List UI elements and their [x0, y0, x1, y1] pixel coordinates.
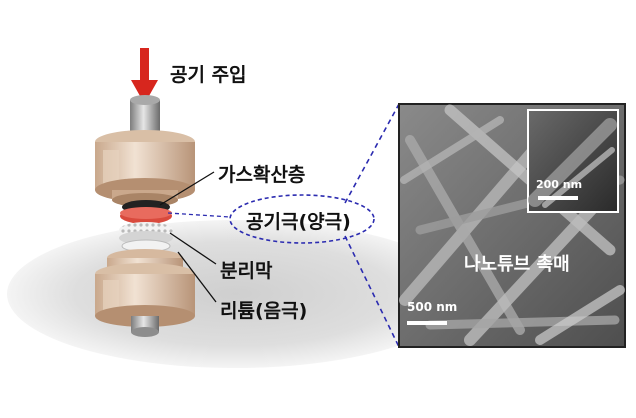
gas-diffusion-layer-label: 가스확산층 — [218, 164, 306, 186]
separator-label: 분리막 — [220, 260, 273, 282]
highlight-connector — [167, 212, 231, 218]
sem-inset — [527, 109, 619, 213]
bottom-housing — [95, 249, 195, 327]
bottom-rod — [131, 316, 159, 337]
air-inlet-label: 공기 주입 — [170, 64, 247, 86]
top-housing — [95, 130, 195, 207]
main-scale-bar — [407, 321, 447, 325]
inset-scale-bar — [538, 196, 578, 200]
electrode-stack — [119, 200, 173, 253]
inset-scale-label: 200 nm — [536, 178, 583, 191]
lithium-label: 리튬(음극) — [220, 300, 308, 322]
zoom-lines — [344, 103, 400, 348]
main-scale-label: 500 nm — [407, 300, 458, 314]
sem-micrograph — [398, 103, 626, 348]
floor-shadow — [7, 220, 463, 368]
air-electrode-label: 공기극(양극) — [246, 211, 351, 233]
air-electrode-highlight — [229, 194, 375, 244]
leader-lines — [159, 171, 217, 303]
air-inlet-arrow — [131, 48, 158, 104]
nanotube-catalyst-caption: 나노튜브 촉매 — [464, 254, 570, 275]
